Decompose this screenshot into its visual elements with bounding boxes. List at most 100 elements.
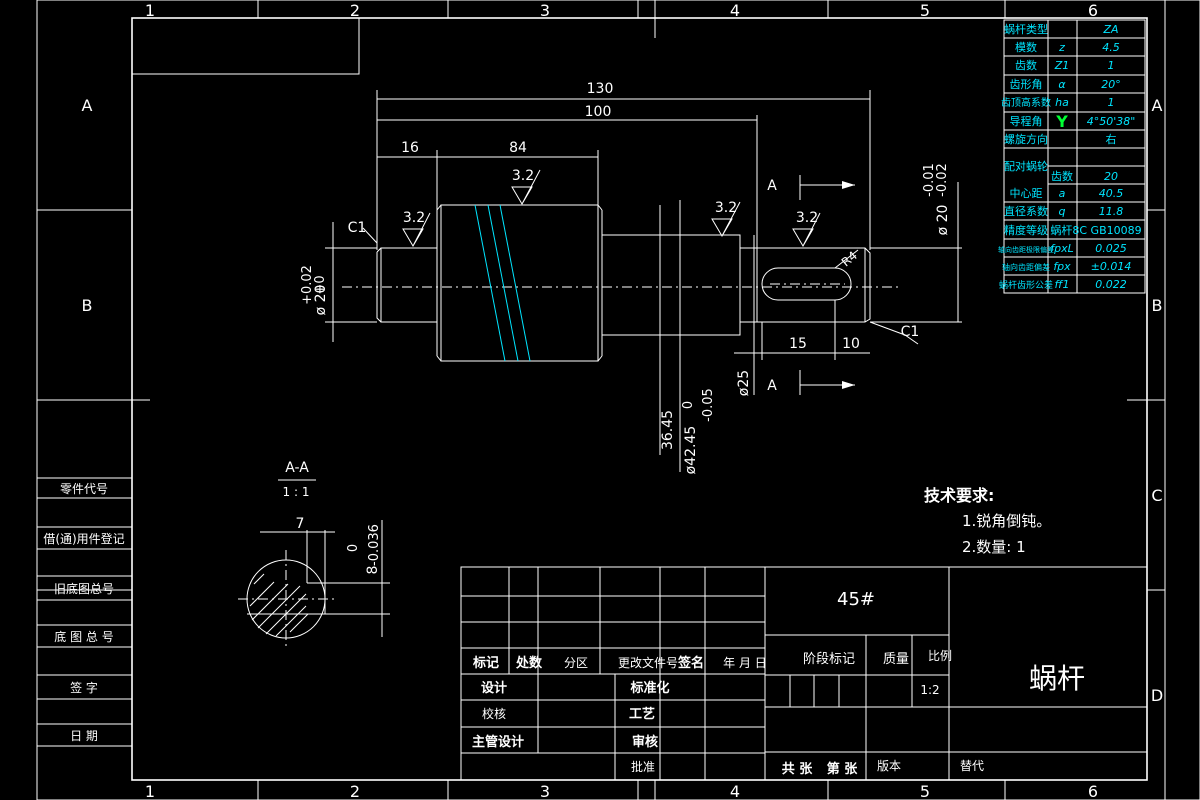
param-val-6: 右 [1106, 132, 1117, 146]
worm-param-table: 蜗杆类型 ZA 模数 z 4.5 齿数 Z1 1 齿形角 α 20° 齿顶高系数… [998, 19, 1146, 294]
zone-row-b-left: B [82, 296, 93, 315]
param-val-0: ZA [1102, 23, 1118, 36]
zone-col-5-top: 5 [920, 1, 930, 20]
standardize-label: 标准化 [629, 680, 669, 696]
section-depth-upper: 0 [346, 544, 361, 552]
dia-coef-label: 直径系数 [1004, 204, 1048, 218]
section-marker-bottom: A [767, 378, 777, 394]
zone-row-b-right: B [1152, 296, 1163, 315]
chamfer-left: C1 [348, 220, 367, 236]
zone-col-3-bottom: 3 [540, 782, 550, 800]
tech-req-title: 技术要求: [924, 486, 994, 505]
param-val-2: 1 [1108, 59, 1115, 72]
param-val-5: 4°50'38" [1087, 115, 1136, 128]
param-sym-1: z [1058, 41, 1065, 54]
mating-label: 配对蜗轮 [1004, 159, 1048, 173]
zone-col-3-top: 3 [540, 1, 550, 20]
zone-col-1-bottom: 1 [145, 782, 155, 800]
zone-label: 分区 [564, 656, 588, 670]
sheet-no-label: 第 张 [827, 761, 859, 777]
param-sym-3: α [1058, 78, 1066, 91]
svg-text:3.2: 3.2 [512, 168, 534, 184]
param-val-4: 1 [1108, 96, 1115, 109]
dim-16: 16 [401, 140, 419, 156]
dim-left-dia-upper: +0.02 [300, 265, 315, 305]
dim-right-dia-lower: -0.02 [935, 163, 950, 197]
pitch-dev-sym: fpx [1053, 260, 1071, 273]
section-depth-lower: -0.036 [367, 524, 382, 566]
tech-requirements: 技术要求: 1.锐角倒钝。 2.数量: 1 [924, 486, 1051, 556]
precision-label: 精度等级 [1004, 223, 1048, 237]
section-title: A-A [285, 460, 309, 476]
dim-left-dia-lower: +0 [313, 275, 328, 294]
dim-42-dev-upper: 0 [681, 401, 696, 409]
version-label: 版本 [877, 759, 901, 773]
dia-coef-sym: q [1059, 205, 1066, 218]
zone-col-2-bottom: 2 [350, 782, 360, 800]
dim-42-45: ø42.45 [683, 426, 699, 475]
dim-right-dia: ø 20 [935, 205, 951, 236]
param-sym-4: ha [1055, 96, 1069, 109]
scale-label: 比例 [928, 649, 952, 663]
dim-42-dev-lower: -0.05 [701, 388, 716, 422]
precision-val: 蜗杆8C GB10089 [1050, 223, 1141, 237]
param-name-5: 导程角 [1010, 115, 1043, 128]
dim-36-45: 36.45 [660, 410, 676, 450]
date-label: 日 期 [70, 729, 98, 743]
section-scale: 1 : 1 [283, 485, 310, 499]
pitch-dev-label: 轴向齿距偏差 [1002, 262, 1050, 272]
param-name-3: 齿形角 [1010, 78, 1043, 91]
zone-col-2-top: 2 [350, 1, 360, 20]
process-label: 工艺 [629, 706, 655, 722]
tech-req-item-1: 1.锐角倒钝。 [962, 512, 1051, 530]
stage-mark-label: 阶段标记 [803, 652, 855, 667]
pitch-limit-val: 0.025 [1095, 242, 1127, 255]
replace-label: 替代 [960, 759, 984, 773]
param-name-2: 齿数 [1015, 59, 1037, 72]
check-label: 校核 [482, 706, 506, 721]
pitch-dev-val: ±0.014 [1091, 260, 1132, 273]
borrowed-reg-label: 借(通)用件登记 [43, 531, 124, 546]
zone-col-4-top: 4 [730, 1, 740, 20]
zone-col-5-bottom: 5 [920, 782, 930, 800]
mass-label: 质量 [883, 652, 909, 667]
zone-row-a-left: A [82, 96, 93, 115]
roughness-symbol-2: 3.2 [511, 168, 541, 205]
sign-label: 签名 [677, 655, 704, 671]
title-block: 45# 蜗杆 标记 处数 分区 更改文件号 签名 年 月 日 阶段标记 质量 比… [460, 566, 1148, 781]
profile-tol-sym: ff1 [1055, 278, 1070, 291]
radius-r4: R4 [839, 248, 860, 269]
drawing-frame [36, 0, 1200, 800]
section-depth: 8 [365, 566, 381, 575]
tech-req-item-2: 2.数量: 1 [962, 538, 1026, 556]
param-name-1: 模数 [1015, 41, 1037, 54]
profile-tol-label: 蜗杆齿形公差 [999, 279, 1053, 291]
dim-15: 15 [789, 336, 807, 352]
base-drawing-no-label: 底 图 总 号 [54, 629, 113, 644]
dim-right-dia-upper: -0.01 [922, 163, 937, 197]
svg-text:3.2: 3.2 [796, 210, 818, 226]
param-name-4: 齿顶高系数 [1001, 96, 1051, 109]
svg-text:3.2: 3.2 [403, 210, 425, 226]
dimensions: 130 100 16 84 +0.02 +0 ø 20 -0.01 -0.02 … [300, 81, 962, 474]
dim-130: 130 [587, 81, 614, 97]
zone-row-d-right: D [1151, 686, 1163, 705]
section-width: 7 [296, 516, 305, 532]
dim-100: 100 [585, 104, 612, 120]
zone-col-1-top: 1 [145, 1, 155, 20]
zone-col-4-bottom: 4 [730, 782, 740, 800]
dim-25: ø25 [736, 370, 752, 396]
approve-label: 批准 [631, 759, 655, 774]
pitch-limit-sym: fpxL [1050, 242, 1074, 255]
zone-labels: 1 2 3 4 5 6 1 2 3 4 5 6 A B A B C D [82, 1, 1164, 800]
old-drawing-no-label: 旧底图总号 [54, 581, 114, 596]
param-name-6: 螺旋方向 [1004, 132, 1048, 146]
zone-col-6-top: 6 [1088, 1, 1098, 20]
center-distance-val: 40.5 [1099, 187, 1124, 200]
profile-tol-val: 0.022 [1095, 278, 1127, 291]
left-stamp-column: 零件代号 借(通)用件登记 旧底图总号 底 图 总 号 签 字 日 期 [36, 477, 133, 747]
change-doc-label: 更改文件号 [618, 655, 678, 670]
center-distance-sym: a [1059, 187, 1066, 200]
svg-text:3.2: 3.2 [715, 200, 737, 216]
